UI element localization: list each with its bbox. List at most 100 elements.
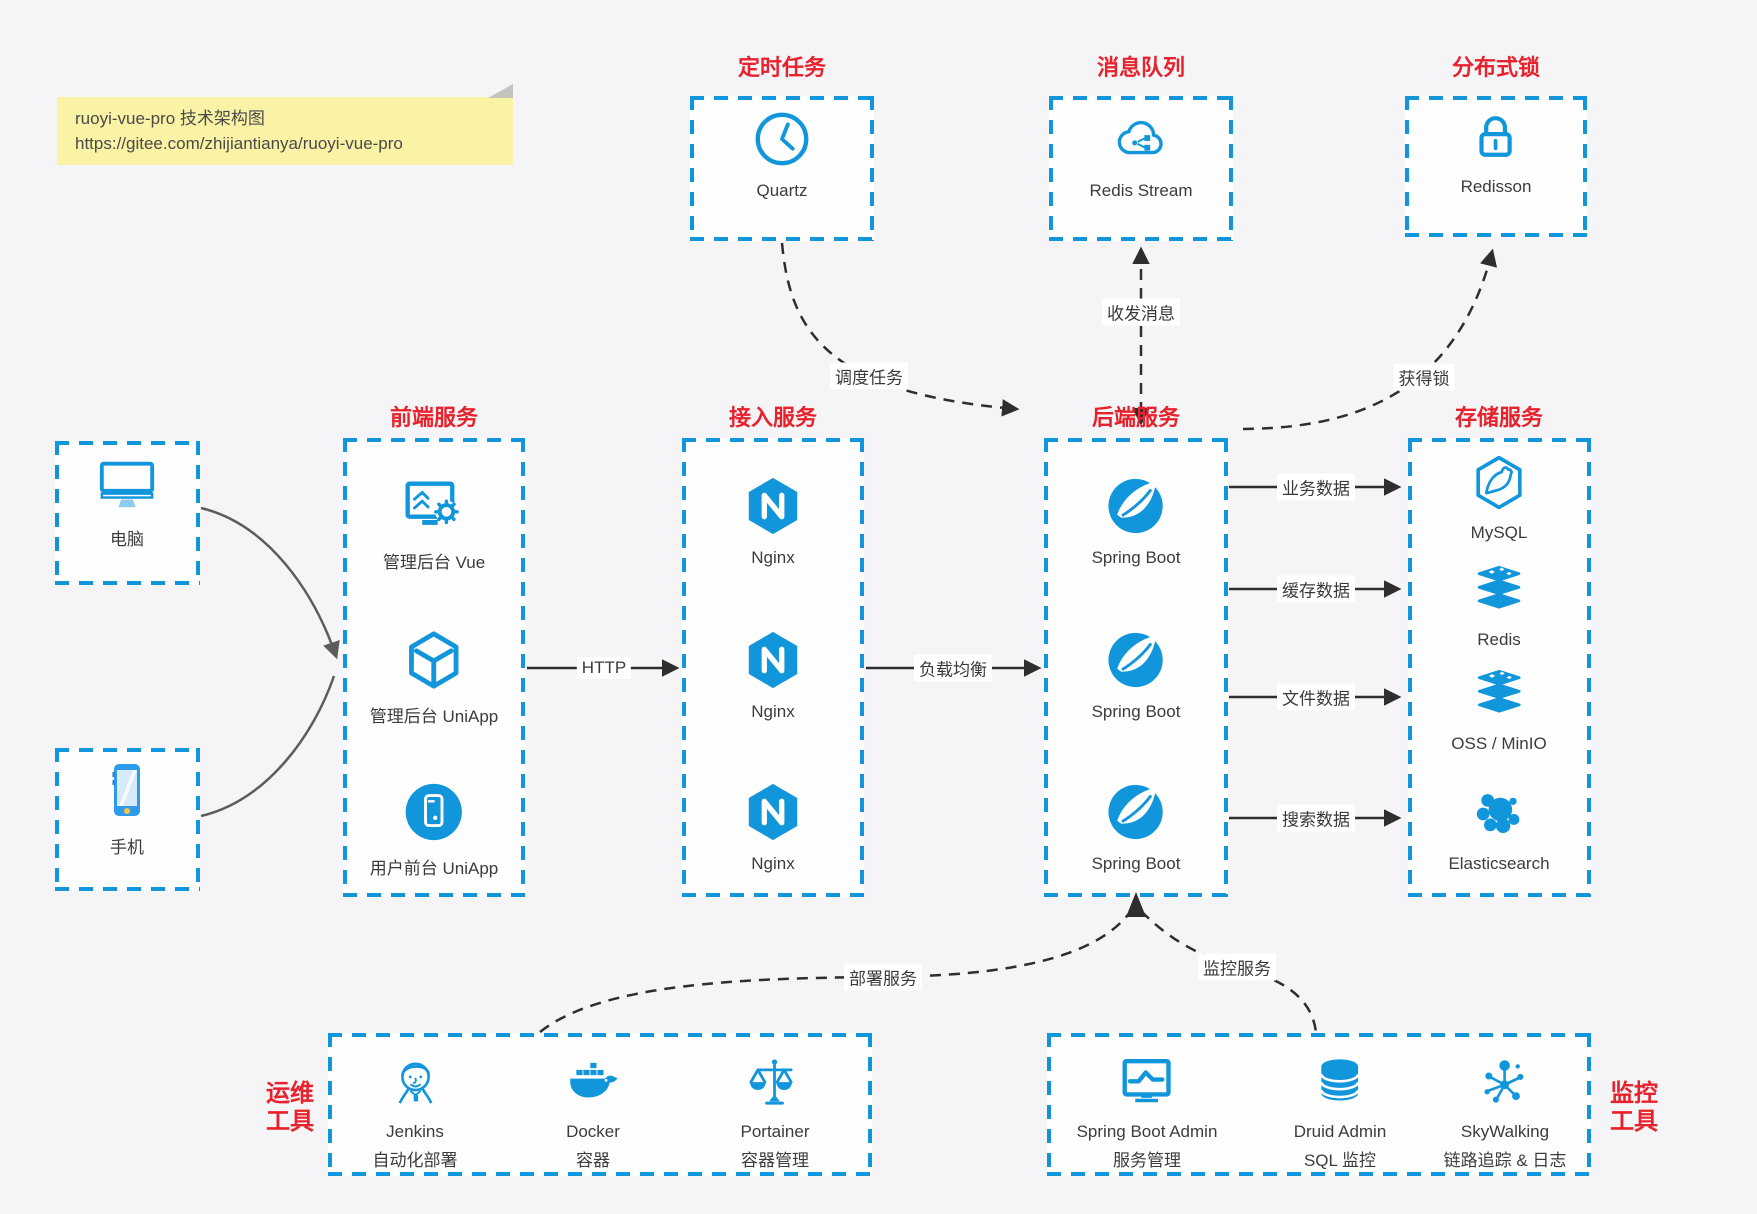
node-portainer: Portainer 容器管理	[740, 1055, 809, 1171]
edge-label-schedule: 调度任务	[830, 362, 908, 390]
edge-label-cache-data: 缓存数据	[1277, 575, 1355, 603]
node-quartz: Quartz	[751, 108, 813, 201]
node-sublabel: 自动化部署	[372, 1151, 458, 1170]
uniapp-cube-icon	[403, 629, 465, 691]
node-label: Redis	[1477, 630, 1521, 649]
node-label: Nginx	[751, 548, 795, 567]
docker-whale-icon	[565, 1055, 621, 1111]
node-nginx-3: Nginx	[742, 781, 804, 874]
note-title: ruoyi-vue-pro 技术架构图	[75, 109, 265, 128]
spring-leaf-icon	[1105, 629, 1167, 691]
node-mobile: 手机	[95, 758, 159, 858]
node-label: Quartz	[756, 181, 808, 200]
nginx-hexagon-icon	[742, 475, 804, 537]
ops-title-line1: 运维	[266, 1080, 314, 1107]
node-label: OSS / MinIO	[1451, 734, 1547, 753]
node-label: Jenkins	[386, 1122, 444, 1141]
node-redis-stream: Redis Stream	[1089, 108, 1193, 201]
edge-label-acquire-lock: 获得锁	[1393, 363, 1455, 391]
edge-label-monitoring: 监控服务	[1198, 953, 1276, 981]
node-redisson: Redisson	[1460, 106, 1532, 197]
edge-label-file-data: 文件数据	[1277, 683, 1355, 711]
title-frontend: 前端服务	[389, 405, 479, 430]
node-label: MySQL	[1470, 523, 1528, 542]
edge-label-load-balance: 负载均衡	[914, 654, 992, 682]
node-elasticsearch: Elasticsearch	[1448, 785, 1550, 874]
title-mq: 消息队列	[1096, 55, 1186, 80]
node-label: Docker	[566, 1122, 620, 1141]
spring-leaf-icon	[1105, 475, 1167, 537]
sticky-note: ruoyi-vue-pro 技术架构图 https://gitee.com/zh…	[57, 97, 513, 165]
lock-icon	[1466, 106, 1526, 166]
edge-label-http: HTTP	[576, 657, 632, 679]
edge-label-message: 收发消息	[1102, 298, 1180, 326]
node-springboot-1: Spring Boot	[1091, 475, 1181, 568]
box-monitor-tools	[1047, 1033, 1591, 1176]
node-oss-minio: OSS / MinIO	[1451, 665, 1547, 754]
node-label: 管理后台 UniApp	[369, 707, 499, 726]
title-ops-tools: 运维 工具	[257, 1080, 323, 1136]
node-mysql: MySQL	[1470, 454, 1528, 543]
node-label: Elasticsearch	[1448, 854, 1550, 873]
node-docker: Docker 容器	[565, 1055, 621, 1171]
box-mq	[1049, 96, 1233, 241]
redis-stack-icon	[1470, 561, 1528, 619]
node-label: 用户前台 UniApp	[369, 859, 499, 878]
node-skywalking: SkyWalking 链路追踪 & 日志	[1443, 1055, 1567, 1171]
node-label: Nginx	[751, 854, 795, 873]
node-sublabel: 链路追踪 & 日志	[1443, 1151, 1567, 1170]
box-storage	[1408, 438, 1591, 897]
phone-circle-icon	[403, 781, 465, 843]
node-sublabel: SQL 监控	[1303, 1151, 1377, 1170]
node-jenkins: Jenkins 自动化部署	[373, 1055, 458, 1171]
edge-label-deploy: 部署服务	[844, 963, 922, 991]
title-monitor-tools: 监控 工具	[1601, 1080, 1667, 1136]
clock-icon	[751, 108, 813, 170]
cloud-stream-icon	[1110, 108, 1172, 170]
node-label: Spring Boot	[1091, 854, 1181, 873]
database-icon	[1312, 1055, 1368, 1111]
node-label: Nginx	[751, 702, 795, 721]
node-label: Spring Boot Admin	[1076, 1122, 1218, 1141]
ops-title-line2: 工具	[266, 1108, 314, 1135]
node-label: Spring Boot	[1091, 702, 1181, 721]
node-sublabel: 容器管理	[740, 1151, 809, 1170]
node-admin-vue: 管理后台 Vue	[383, 475, 485, 573]
node-nginx-2: Nginx	[742, 629, 804, 722]
admin-screen-gear-icon	[403, 475, 465, 537]
monitor-chart-icon	[1119, 1055, 1175, 1111]
scales-icon	[747, 1055, 803, 1111]
desktop-icon	[94, 452, 160, 514]
network-nodes-icon	[1477, 1055, 1533, 1111]
node-admin-uniapp: 管理后台 UniApp	[370, 629, 498, 727]
node-label: Redisson	[1460, 177, 1532, 196]
node-springboot-3: Spring Boot	[1091, 781, 1181, 874]
node-sublabel: 服务管理	[1113, 1151, 1181, 1170]
box-client-mobile	[55, 748, 200, 891]
node-druid-admin: Druid Admin SQL 监控	[1294, 1055, 1386, 1171]
node-label: SkyWalking	[1460, 1122, 1550, 1141]
nginx-hexagon-icon	[742, 781, 804, 843]
node-label: 手机	[110, 838, 144, 857]
smartphone-icon	[95, 758, 159, 822]
monitor-title-line1: 监控	[1610, 1080, 1658, 1107]
node-nginx-1: Nginx	[742, 475, 804, 568]
box-scheduler	[690, 96, 874, 241]
title-backend: 后端服务	[1091, 405, 1181, 430]
redis-stack-icon	[1470, 665, 1528, 723]
node-redis: Redis	[1470, 561, 1528, 650]
node-label: Redis Stream	[1089, 181, 1193, 200]
edge-label-search-data: 搜索数据	[1277, 804, 1355, 832]
node-label: Spring Boot	[1091, 548, 1181, 567]
node-springboot-admin: Spring Boot Admin 服务管理	[1076, 1055, 1218, 1171]
title-scheduler: 定时任务	[737, 55, 827, 80]
node-springboot-2: Spring Boot	[1091, 629, 1181, 722]
title-gateway: 接入服务	[728, 405, 818, 430]
node-sublabel: 容器	[576, 1151, 610, 1170]
monitor-title-line2: 工具	[1610, 1108, 1658, 1135]
node-pc: 电脑	[94, 452, 160, 550]
node-user-uniapp: 用户前台 UniApp	[370, 781, 498, 879]
note-url: https://gitee.com/zhijiantianya/ruoyi-vu…	[75, 134, 403, 153]
title-lock: 分布式锁	[1451, 55, 1541, 80]
